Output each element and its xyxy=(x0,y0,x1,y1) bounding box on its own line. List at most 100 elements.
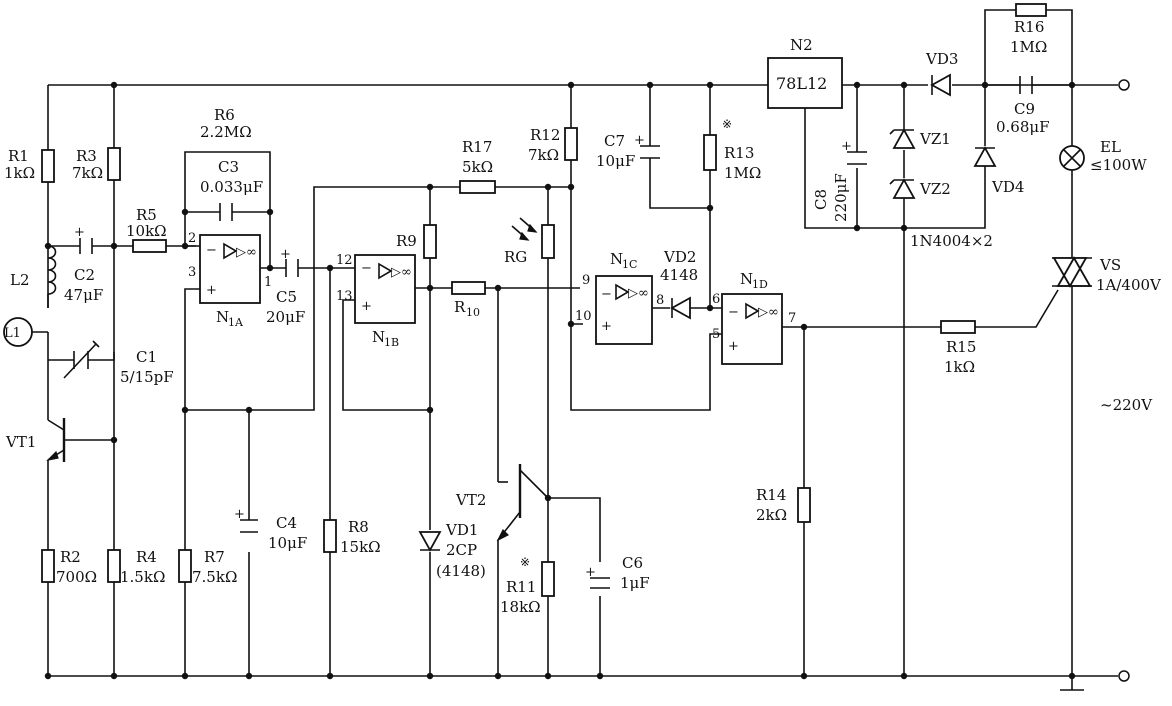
label-C9: C9 xyxy=(1014,100,1035,118)
label-VT2: VT2 xyxy=(455,491,486,509)
label-R4: R4 xyxy=(136,548,157,566)
label-R3: R3 xyxy=(76,147,97,165)
value-C1: 5/15pF xyxy=(120,368,174,386)
diode-VD3 xyxy=(930,73,951,97)
label-NA: N xyxy=(216,308,229,326)
opamp-minus: − xyxy=(728,305,739,320)
diode-VD1 xyxy=(418,531,442,552)
resistor-R2 xyxy=(41,549,55,583)
polarity-C7: + xyxy=(634,133,645,148)
opamp-plus: + xyxy=(601,319,612,334)
capacitor-C2 xyxy=(79,238,93,254)
label-R2: R2 xyxy=(60,548,81,566)
label-VD2: VD2 xyxy=(663,248,696,266)
opamp-inf: ▷∞ xyxy=(758,305,779,320)
label-R16: R16 xyxy=(1014,18,1044,36)
label-R12: R12 xyxy=(530,126,560,144)
pin-7: 7 xyxy=(788,311,796,326)
label-C2: C2 xyxy=(74,266,95,284)
value-R13: 1MΩ xyxy=(724,164,761,182)
value-C9: 0.68μF xyxy=(996,118,1050,136)
value-R14: 2kΩ xyxy=(756,506,787,524)
polarity-C8: + xyxy=(841,139,852,154)
polarity-C2: + xyxy=(74,225,85,240)
lamp-EL xyxy=(1059,145,1085,171)
resistor-R9 xyxy=(423,224,437,259)
capacitor-C1 xyxy=(73,351,89,369)
resistor-R4 xyxy=(107,549,121,583)
label-C3: C3 xyxy=(218,158,239,176)
label-VT1: VT1 xyxy=(5,433,36,451)
label-R7: R7 xyxy=(204,548,225,566)
light-arrows-icon xyxy=(511,217,538,241)
capacitor-C5 xyxy=(285,259,299,277)
resistors xyxy=(41,3,1047,597)
label-C4: C4 xyxy=(276,514,297,532)
value-C4: 10μF xyxy=(268,534,307,552)
value-R16: 1MΩ xyxy=(1010,38,1047,56)
op-amp-NA xyxy=(199,234,261,304)
label-RG: RG xyxy=(504,248,527,266)
inductor-L2 xyxy=(47,245,57,295)
sub-NC: 1C xyxy=(622,258,637,271)
label-N2: N2 xyxy=(790,36,813,54)
label-VD1: VD1 xyxy=(445,521,478,539)
opamp-inf: ▷∞ xyxy=(628,286,649,301)
value-C5: 20μF xyxy=(266,308,305,326)
terminal-top xyxy=(1118,79,1130,91)
polarity-C6: + xyxy=(585,565,596,580)
label-ac-supply: ~220V xyxy=(1100,396,1153,414)
capacitor-C7 xyxy=(640,145,660,159)
resistor-R10 xyxy=(451,281,486,295)
label-R9: R9 xyxy=(396,232,417,250)
polarity-C4: + xyxy=(234,507,245,522)
label-C8: C8 xyxy=(812,189,830,210)
pin-8: 8 xyxy=(656,293,664,308)
label-L2: L2 xyxy=(10,271,30,289)
diode-VD2 xyxy=(670,296,691,320)
label-R6: R6 xyxy=(214,106,235,124)
value-R15: 1kΩ xyxy=(944,358,975,376)
value-R17: 5kΩ xyxy=(462,158,493,176)
pin-5: 5 xyxy=(712,327,720,342)
sub-NB: 1B xyxy=(384,336,399,349)
label-C5: C5 xyxy=(276,288,297,306)
labels: R1 1kΩ R3 7kΩ R5 10kΩ R6 2.2MΩ C3 0.033μ… xyxy=(4,18,1162,616)
junctions xyxy=(44,81,1076,680)
resistor-R1 xyxy=(41,149,55,183)
value-R1: 1kΩ xyxy=(4,164,35,182)
pin-12: 12 xyxy=(336,253,353,268)
resistor-R11 xyxy=(541,561,555,597)
wires xyxy=(47,9,1118,691)
value-VD2: 4148 xyxy=(660,266,698,284)
value-R4: 1.5kΩ xyxy=(120,568,165,586)
value-VD1: 2CP xyxy=(446,541,477,559)
label-VS: VS xyxy=(1099,256,1121,274)
label-R10: R xyxy=(454,298,466,316)
resistor-R17 xyxy=(459,180,496,194)
opamp-plus: + xyxy=(206,283,217,298)
label-VD3: VD3 xyxy=(925,50,958,68)
value-R12: 7kΩ xyxy=(528,146,559,164)
value-R11: 18kΩ xyxy=(500,598,541,616)
label-R1: R1 xyxy=(8,147,29,165)
label-VD4: VD4 xyxy=(991,178,1024,196)
pin-10: 10 xyxy=(575,309,592,324)
terminal-bottom xyxy=(1118,670,1130,682)
capacitor-C9 xyxy=(1019,76,1033,94)
resistor-R8 xyxy=(323,519,337,553)
value-VS: 1A/400V xyxy=(1096,276,1162,294)
value-R2: 700Ω xyxy=(56,568,97,586)
triac-VS xyxy=(1052,250,1092,300)
opamp-minus: − xyxy=(601,287,612,302)
label-R17: R17 xyxy=(462,138,492,156)
zener-VZ1 xyxy=(889,128,916,149)
opamp-inf: ▷∞ xyxy=(391,265,412,280)
sub-ND: 1D xyxy=(752,278,768,291)
resistor-R13 xyxy=(703,134,717,171)
label-EL: EL xyxy=(1100,138,1121,156)
resistor-R5 xyxy=(132,239,167,253)
value-C2: 47μF xyxy=(64,286,103,304)
